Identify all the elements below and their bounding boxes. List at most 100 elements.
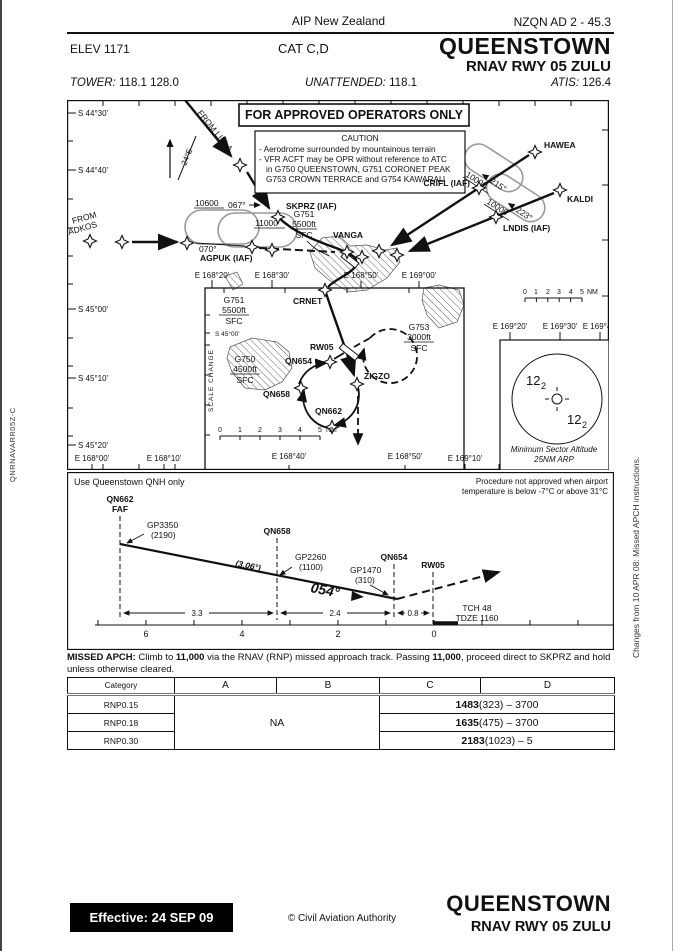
caution-line-4: G753 CROWN TERRACE and G754 KAWARAU bbox=[266, 174, 445, 184]
fix-label-hawea: HAWEA bbox=[544, 140, 576, 150]
minima-header-c: C bbox=[379, 677, 481, 696]
lon-label: E 168°50' bbox=[344, 271, 379, 280]
hold-racetrack-11000 bbox=[217, 212, 298, 248]
footer-procedure-name: RNAV RWY 05 ZULU bbox=[470, 919, 611, 935]
missed-climb-leg bbox=[353, 337, 371, 348]
svg-text:4: 4 bbox=[298, 427, 302, 434]
waypoint-symbol bbox=[371, 243, 387, 259]
minima-header-d: D bbox=[480, 677, 615, 696]
waypoint-symbol-qn654 bbox=[322, 354, 338, 370]
minima-visibility: – 5 bbox=[515, 734, 533, 747]
minima-na-cell: NA bbox=[174, 694, 380, 750]
waypoint-symbol bbox=[389, 247, 405, 263]
svg-text:2: 2 bbox=[546, 289, 550, 296]
minima-value-cell: 1635(475) – 3700 bbox=[379, 713, 615, 732]
from-libla-label: FROM LIBLA bbox=[195, 108, 235, 154]
waypoint-symbol-crnet bbox=[317, 282, 333, 298]
caution-line-1: - Aerodrome surrounded by mountainous te… bbox=[259, 144, 436, 154]
missed-altitude: 11,000 bbox=[432, 652, 461, 663]
svg-text:4: 4 bbox=[569, 289, 573, 296]
axis-label-0: 0 bbox=[431, 629, 436, 639]
temperature-note-1: Procedure not approved when airport bbox=[476, 477, 609, 486]
scale-change-label: SCALE CHANGE bbox=[208, 349, 215, 412]
unattended-label: UNATTENDED: bbox=[305, 77, 386, 89]
waypoint-symbol-skprz bbox=[270, 209, 286, 225]
missed-text: Climb to bbox=[135, 652, 176, 663]
msa-value-sub: 2 bbox=[582, 420, 587, 430]
svg-text:2: 2 bbox=[258, 427, 262, 434]
skprz-crnet-track bbox=[277, 216, 358, 288]
svg-text:SFC: SFC bbox=[237, 375, 254, 385]
final-course: 054° bbox=[309, 579, 341, 600]
missed-approach-label: MISSED APCH: bbox=[67, 652, 136, 663]
descent-profile-line bbox=[119, 542, 398, 601]
waypoint-symbol bbox=[179, 235, 195, 251]
tower-label: TOWER: bbox=[70, 77, 116, 89]
lon-label: E 169°10' bbox=[448, 454, 483, 463]
gp-altitude-1: GP3350 bbox=[147, 520, 178, 530]
waypoint-symbol-lndis bbox=[488, 209, 504, 225]
airport-name: QUEENSTOWN bbox=[439, 33, 611, 59]
waypoint-symbol-crifl bbox=[471, 180, 487, 196]
svg-text:SFC: SFC bbox=[296, 230, 313, 240]
terrain-hatch-east bbox=[421, 284, 465, 329]
waypoint-symbol-zigzo bbox=[349, 376, 365, 392]
gp-height-2: (1100) bbox=[299, 562, 323, 572]
svg-text:SFC: SFC bbox=[411, 343, 428, 353]
msa-value-sub: 2 bbox=[541, 381, 546, 391]
chart-code: QNRNAVARR05Z-C bbox=[8, 407, 17, 482]
profile-border bbox=[67, 472, 614, 650]
hold-racetrack-crifl bbox=[463, 143, 524, 193]
copyright-notice: © Civil Aviation Authority bbox=[287, 913, 397, 924]
caution-line-2: - VFR ACFT may be OPR without reference … bbox=[259, 154, 447, 164]
effective-date-badge: Effective: 24 SEP 09 bbox=[70, 903, 233, 932]
axis-label-6: 6 bbox=[143, 629, 148, 639]
waypoint-symbol bbox=[354, 249, 370, 265]
hold-altitude-10600: 10600 bbox=[195, 198, 219, 208]
minima-height: (323) bbox=[478, 698, 504, 711]
fix-label-qn662: QN662 bbox=[315, 406, 342, 416]
lon-label: E 169°20' bbox=[493, 322, 528, 331]
lon-label: E 168°10' bbox=[147, 454, 182, 463]
aip-title: AIP New Zealand bbox=[291, 14, 386, 28]
amendment-note: Changes from 10 APR 08: Missed APCH inst… bbox=[631, 456, 641, 658]
airspace-g751-inset: G751 5500ft SFC bbox=[219, 295, 249, 326]
plan-view: 24°E FOR APPROVED OPERATORS ONLY CAUTION… bbox=[67, 100, 609, 470]
gp-altitude-2: GP2260 bbox=[295, 552, 326, 562]
fix-label-skprz: SKPRZ (IAF) bbox=[286, 201, 337, 211]
minima-header-a: A bbox=[174, 677, 277, 696]
lon-label: E 169°30' bbox=[543, 322, 578, 331]
descent-angle: (3.06°) bbox=[235, 558, 262, 573]
gp-leader-2 bbox=[279, 566, 293, 576]
lon-label: E 169°00' bbox=[402, 271, 437, 280]
atis-value: 126.4 bbox=[582, 77, 611, 89]
approved-note: FOR APPROVED OPERATORS ONLY bbox=[245, 108, 464, 122]
arc-qn662-qn658 bbox=[296, 389, 330, 429]
segment-distance-2: 2.4 bbox=[329, 609, 341, 618]
lon-label: E 168°00' bbox=[75, 454, 110, 463]
lon-label: E 168°30' bbox=[255, 271, 290, 280]
tower-value: 118.1 128.0 bbox=[119, 77, 179, 89]
lat-label: S 44°40' bbox=[78, 166, 109, 175]
arc-qn658-qn654 bbox=[298, 358, 328, 385]
atis-label: ATIS: bbox=[551, 77, 580, 89]
svg-text:G751: G751 bbox=[294, 209, 315, 219]
profile-view: Use Queenstown QNH only Procedure not ap… bbox=[67, 472, 614, 650]
caution-title: CAUTION bbox=[341, 133, 378, 143]
minima-da: 1483 bbox=[455, 698, 479, 711]
svg-text:3000ft: 3000ft bbox=[407, 332, 431, 342]
svg-text:SFC: SFC bbox=[226, 316, 243, 326]
minima-height: (475) bbox=[478, 716, 504, 729]
msa-value: 12 bbox=[567, 412, 581, 427]
scale-bar-main: 0 1 2 3 4 5 NM bbox=[523, 289, 598, 302]
waypoint-symbol-kaldi bbox=[552, 182, 568, 198]
lon-label: E 169°40' bbox=[583, 322, 609, 331]
svg-text:G750: G750 bbox=[235, 354, 256, 364]
msa-caption-1: Minimum Sector Altitude bbox=[511, 445, 598, 454]
missed-text: , proceed direct to SKPRZ and hold unles… bbox=[67, 652, 611, 675]
aircraft-category: CAT C,D bbox=[278, 41, 329, 56]
segment-distance-1: 3.3 bbox=[191, 609, 203, 618]
minima-height: (1023) bbox=[484, 734, 516, 747]
caution-line-3: in G750 QUEENSTOWN, G751 CORONET PEAK bbox=[266, 164, 451, 174]
